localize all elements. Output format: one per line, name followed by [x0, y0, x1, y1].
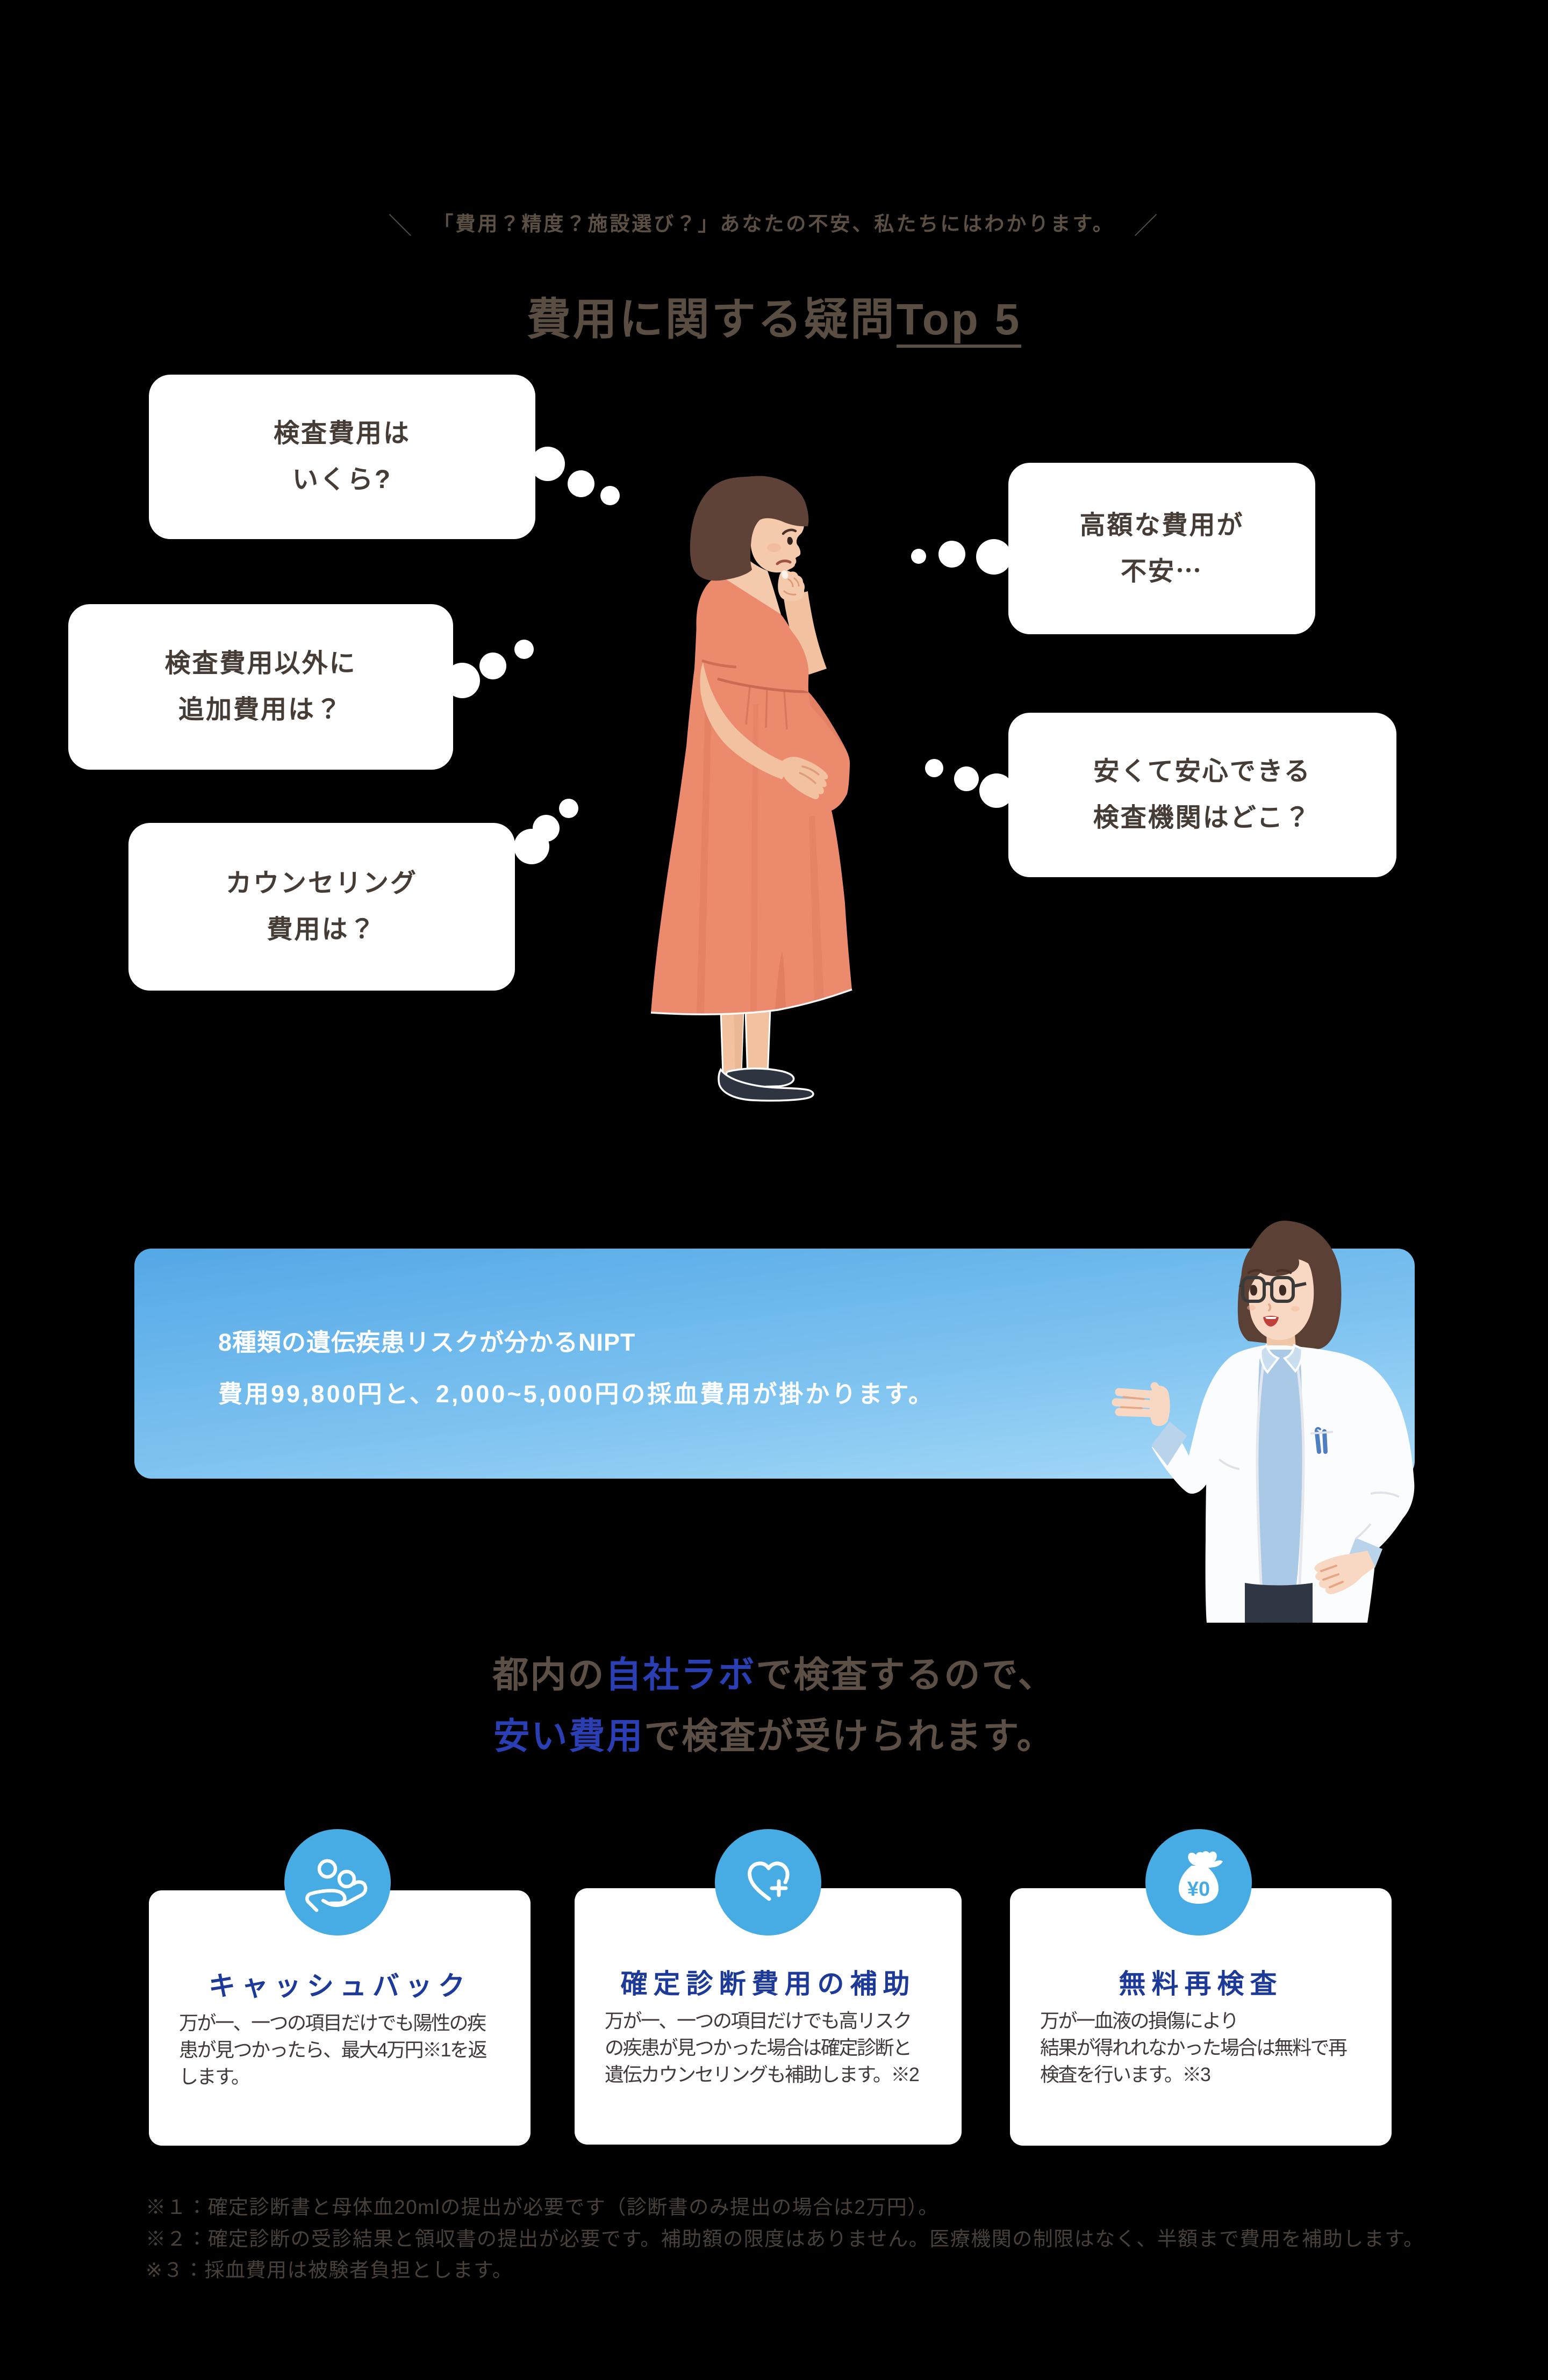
svg-text:¥0: ¥0	[1187, 1878, 1210, 1901]
